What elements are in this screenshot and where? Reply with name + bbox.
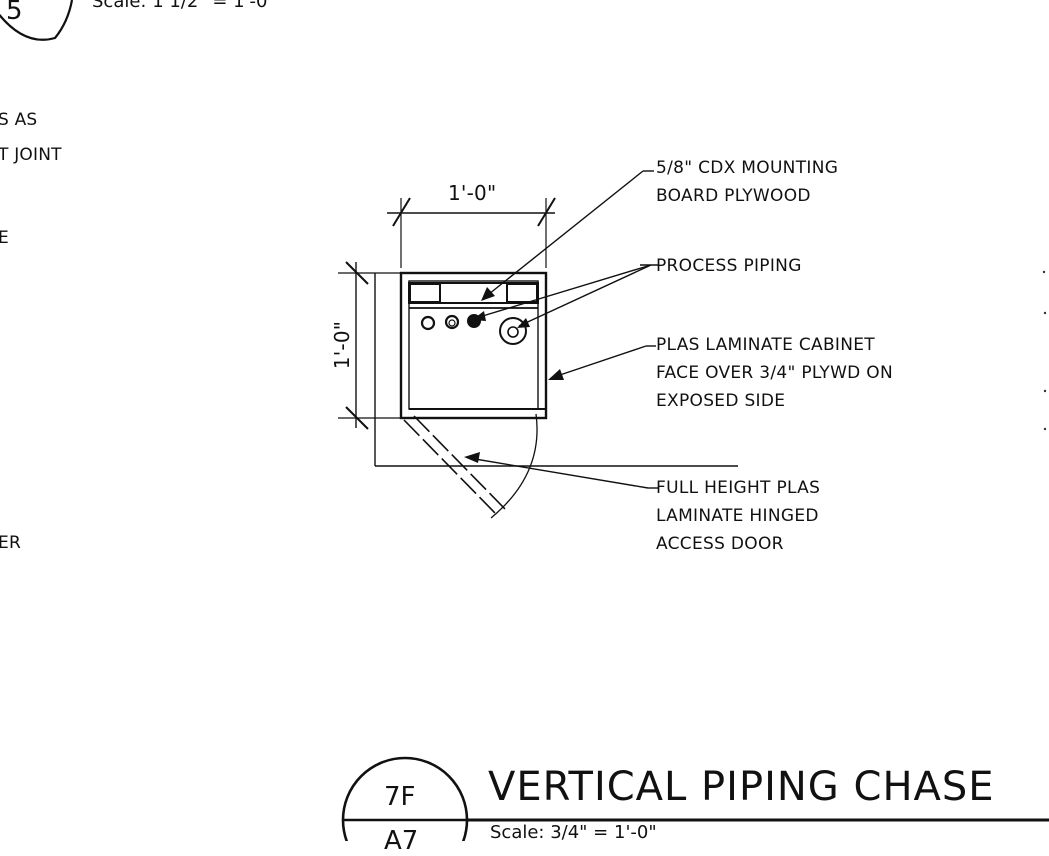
note-mounting-board-line-2: BOARD PLYWOOD bbox=[656, 186, 811, 206]
dim-height-tick-top bbox=[345, 261, 369, 285]
cabinet-inner bbox=[408, 280, 539, 410]
leader-process-piping-b bbox=[518, 264, 652, 327]
arrow-cabinet-face bbox=[548, 369, 564, 380]
detail-title: VERTICAL PIPING CHASE bbox=[488, 764, 995, 810]
mounting-block-left bbox=[409, 283, 441, 303]
note-process-piping: PROCESS PIPING bbox=[656, 252, 802, 280]
arrow-mounting-board bbox=[481, 287, 495, 301]
dim-height-label: 1'-0" bbox=[330, 320, 355, 370]
top-detail-bubble bbox=[0, 0, 74, 41]
cabinet-outer bbox=[399, 271, 548, 420]
left-fragment-1: S AS bbox=[0, 110, 38, 130]
top-scale-text: Scale: 1 1/2" = 1'-0" bbox=[92, 0, 276, 12]
door-open-line-2 bbox=[413, 415, 506, 510]
pipe-4-inner bbox=[507, 326, 519, 338]
left-fragment-2: T JOINT bbox=[0, 145, 62, 165]
note-process-piping-line-1: PROCESS PIPING bbox=[656, 256, 802, 276]
pipe-2 bbox=[444, 314, 460, 330]
mounting-board bbox=[408, 282, 539, 304]
dim-width-label: 1'-0" bbox=[448, 181, 497, 205]
note-mounting-board: 5/8" CDX MOUNTING BOARD PLYWOOD bbox=[656, 154, 838, 210]
note-access-door: FULL HEIGHT PLAS LAMINATE HINGED ACCESS … bbox=[656, 474, 820, 558]
top-bubble-number: 5 bbox=[6, 0, 23, 26]
note-access-door-line-3: ACCESS DOOR bbox=[656, 534, 784, 554]
leader-process-piping-a bbox=[475, 264, 652, 319]
note-mounting-board-line-1: 5/8" CDX MOUNTING bbox=[656, 158, 839, 178]
pipe-4 bbox=[499, 317, 527, 345]
dim-width-tick-right bbox=[537, 197, 556, 227]
note-cabinet-face-line-1: PLAS LAMINATE CABINET bbox=[656, 335, 875, 355]
door-open-line-1 bbox=[403, 419, 496, 514]
detail-scale-text: Scale: 3/4" = 1'-0" bbox=[490, 822, 657, 843]
arrow-piping-b bbox=[517, 318, 530, 328]
pipe-2-inner bbox=[448, 319, 456, 327]
note-cabinet-face-line-2: FACE OVER 3/4" PLYWD ON bbox=[656, 363, 893, 383]
note-access-door-line-1: FULL HEIGHT PLAS bbox=[656, 478, 821, 498]
leader-mounting-board bbox=[483, 170, 644, 299]
leader-cabinet-face bbox=[550, 345, 647, 379]
arrow-piping-a bbox=[472, 311, 486, 321]
dim-height-tick-bottom bbox=[345, 406, 369, 430]
mounting-block-right bbox=[506, 283, 538, 303]
note-cabinet-face-line-3: EXPOSED SIDE bbox=[656, 391, 786, 411]
title-sheet-number: A7 bbox=[384, 826, 419, 856]
title-detail-number: 7F bbox=[384, 782, 416, 812]
door-swing-arc bbox=[490, 413, 538, 519]
note-cabinet-face: PLAS LAMINATE CABINET FACE OVER 3/4" PLY… bbox=[656, 331, 893, 415]
note-access-door-line-2: LAMINATE HINGED bbox=[656, 506, 819, 526]
arrow-access-door bbox=[464, 452, 480, 463]
dim-width-tick-left bbox=[392, 197, 411, 227]
leader-access-door bbox=[468, 457, 649, 489]
left-fragment-3: E bbox=[0, 228, 9, 248]
pipe-1 bbox=[420, 315, 436, 331]
left-fragment-4: ER bbox=[0, 533, 21, 553]
